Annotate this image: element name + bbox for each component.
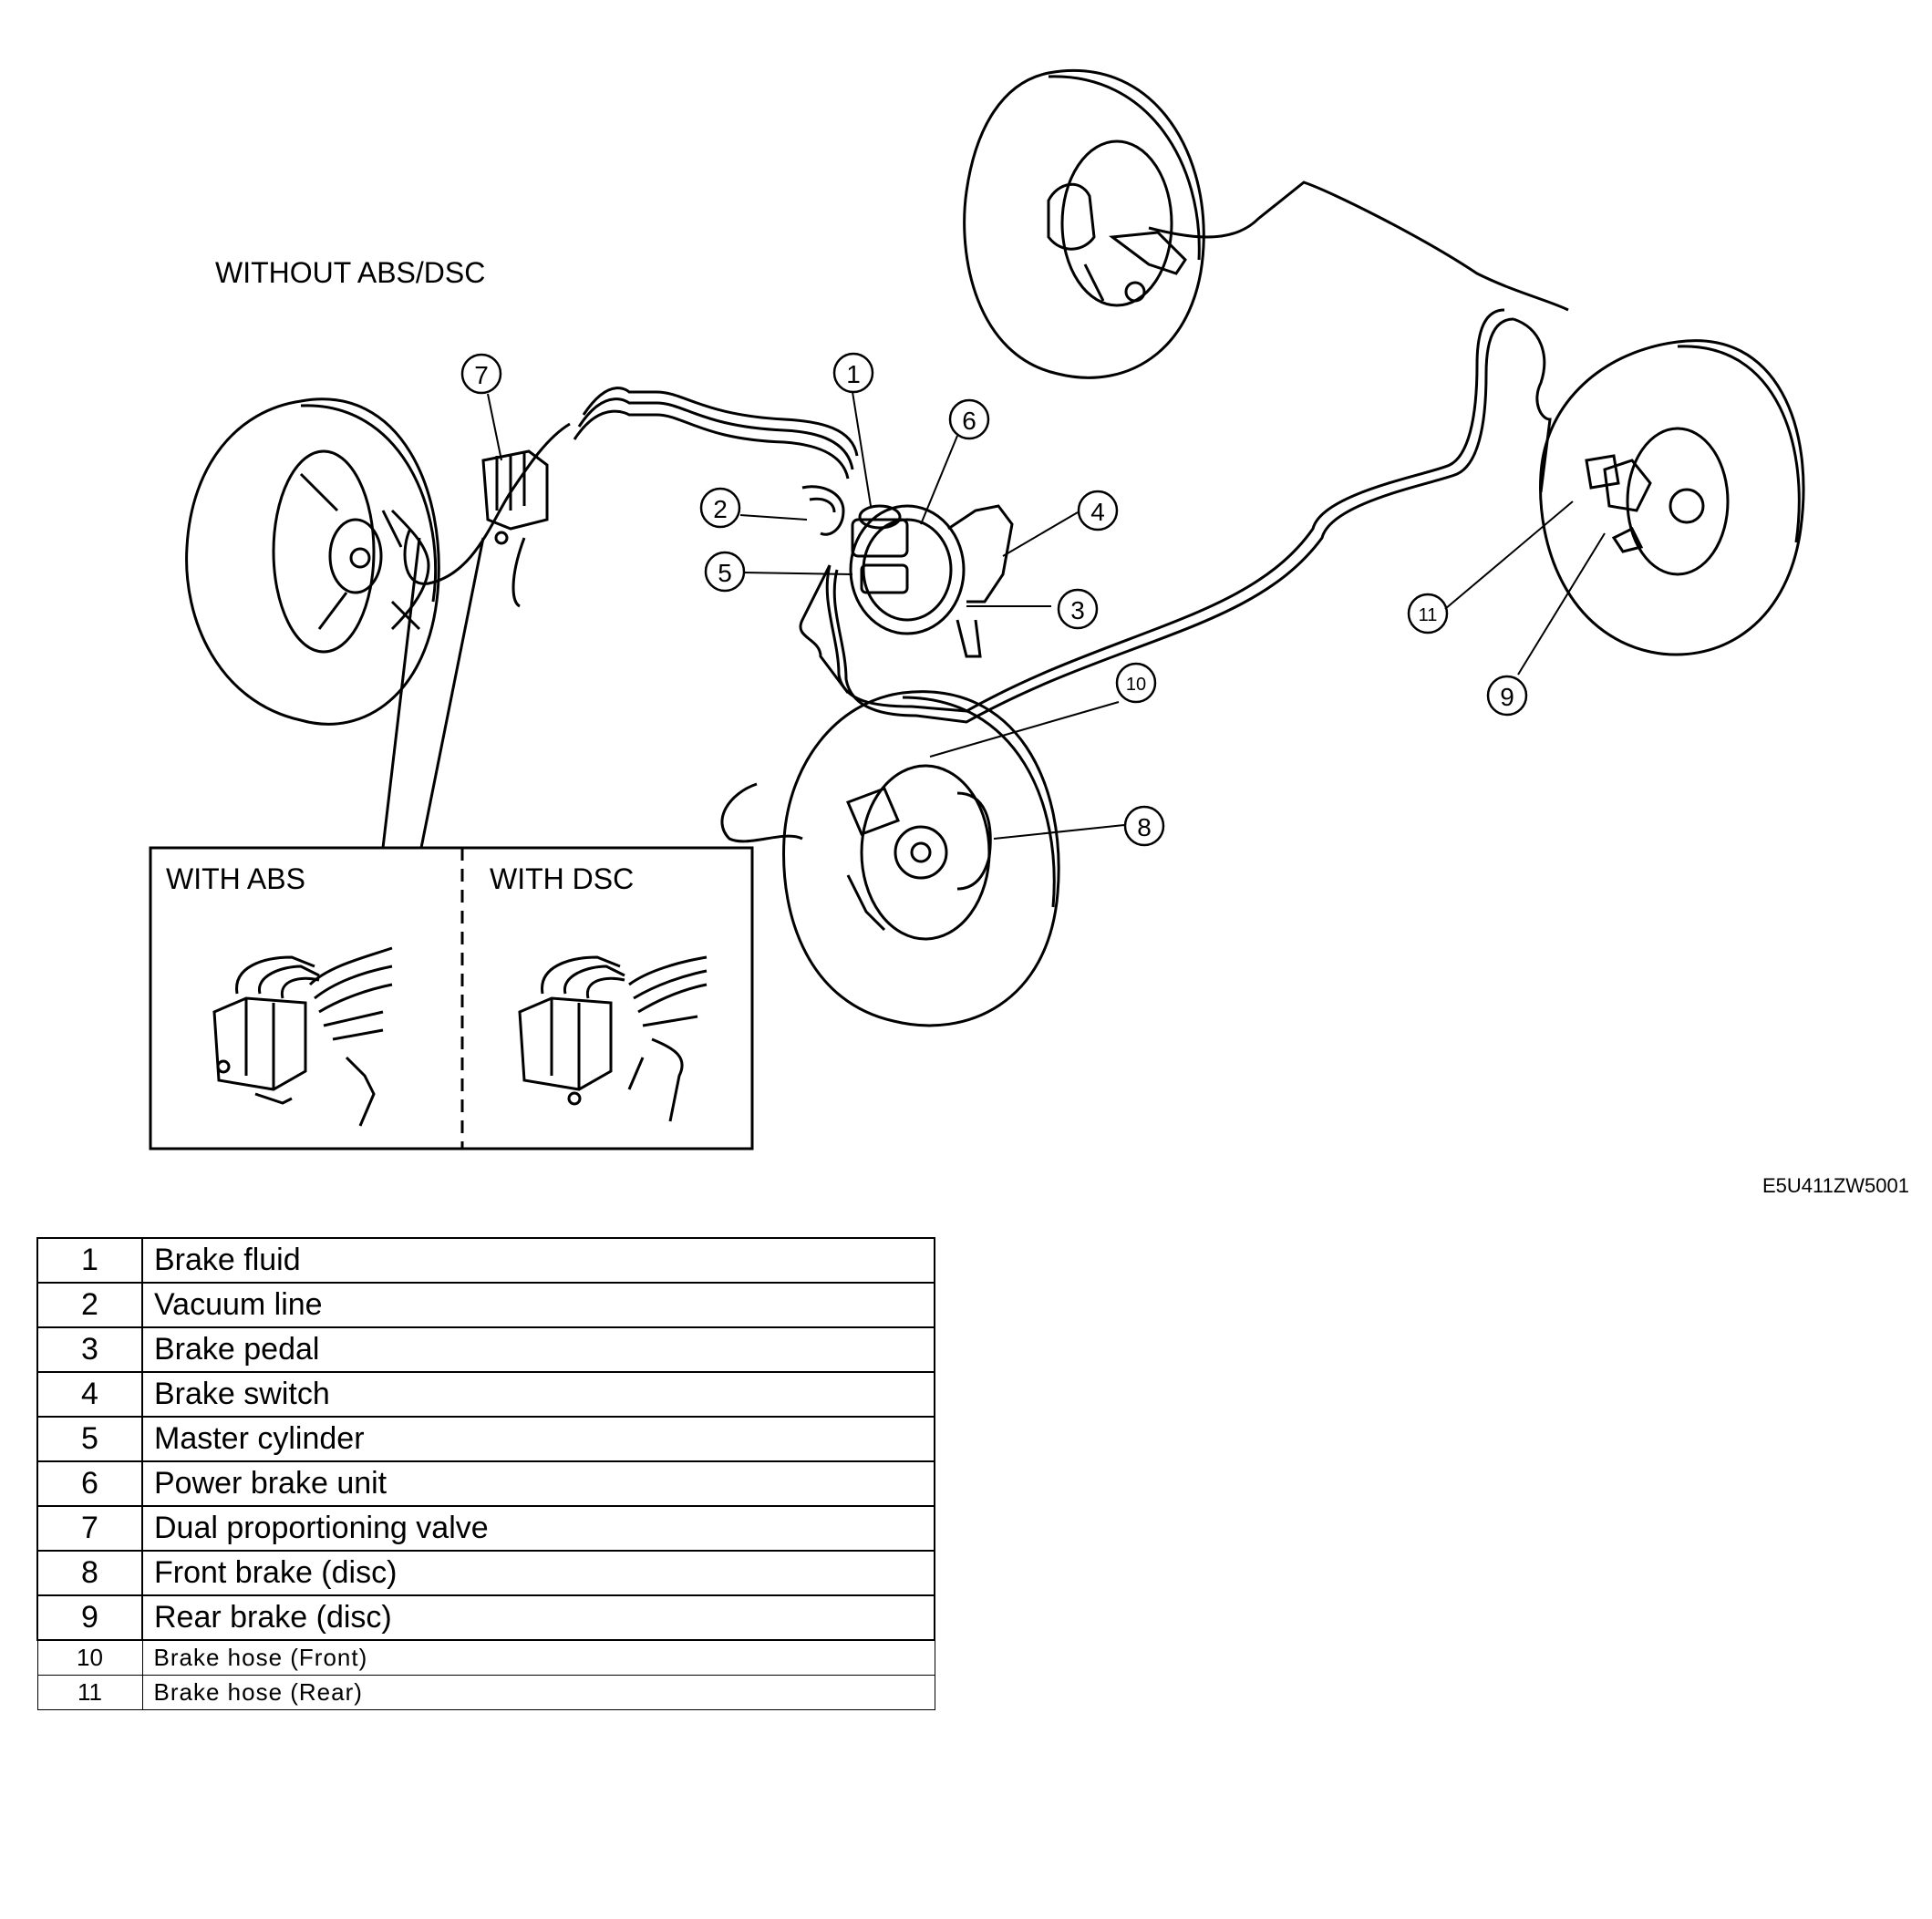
legend-description: Brake hose (Front): [141, 1639, 935, 1676]
legend-number: 1: [36, 1237, 143, 1284]
dsc-module: [518, 955, 708, 1122]
figure-code: E5U411ZW5001: [1762, 1174, 1909, 1197]
inset-label-dsc: WITH DSC: [490, 862, 634, 895]
legend-description: Power brake unit: [141, 1460, 935, 1507]
legend-number: 8: [36, 1550, 143, 1596]
legend-number: 2: [36, 1282, 143, 1328]
legend-number: 9: [36, 1594, 143, 1641]
legend-description: Brake switch: [141, 1371, 935, 1418]
callout-2: 2: [713, 495, 728, 523]
legend-number: 3: [36, 1326, 143, 1373]
callout-5: 5: [718, 559, 732, 587]
power-brake-unit: [849, 504, 1014, 658]
callout-4: 4: [1090, 498, 1105, 526]
legend-number: 11: [36, 1675, 143, 1710]
brake-lines: [403, 181, 1569, 843]
legend-number: 4: [36, 1371, 143, 1418]
legend-number: 10: [36, 1639, 143, 1676]
legend-description: Master cylinder: [141, 1416, 935, 1462]
inset-box: [149, 537, 754, 1150]
legend-description: Front brake (disc): [141, 1550, 935, 1596]
callout-circles: [460, 352, 1528, 847]
callout-leaders: [487, 391, 1606, 840]
callout-10: 10: [1126, 675, 1146, 695]
callout-numbers: 1 2 3 4 5 6 7 8 9 10 11: [474, 360, 1514, 841]
callout-6: 6: [962, 407, 976, 435]
callout-1: 1: [846, 360, 861, 388]
master-cylinder: [851, 504, 909, 594]
legend-description: Brake pedal: [141, 1326, 935, 1373]
vacuum-line: [801, 485, 845, 536]
legend-number: 5: [36, 1416, 143, 1462]
rear-right-wheel: [1539, 339, 1805, 656]
callout-3: 3: [1070, 596, 1085, 624]
rear-left-wheel: [963, 69, 1205, 379]
callout-11: 11: [1419, 605, 1438, 625]
legend-number: 6: [36, 1460, 143, 1507]
legend-description: Vacuum line: [141, 1282, 935, 1328]
legend-description: Dual proportioning valve: [141, 1505, 935, 1552]
legend-number: 7: [36, 1505, 143, 1552]
legend-description: Brake fluid: [141, 1237, 935, 1284]
proportioning-valve: [481, 449, 549, 545]
front-right-wheel: [782, 690, 1060, 1027]
abs-module: [212, 946, 393, 1127]
diagram-title: WITHOUT ABS/DSC: [215, 256, 485, 289]
callout-7: 7: [474, 361, 489, 389]
callout-9: 9: [1500, 683, 1514, 711]
callout-8: 8: [1137, 813, 1152, 841]
legend-description: Brake hose (Rear): [141, 1675, 935, 1710]
inset-label-abs: WITH ABS: [166, 862, 305, 895]
legend-description: Rear brake (disc): [141, 1594, 935, 1641]
front-left-wheel: [185, 397, 440, 726]
